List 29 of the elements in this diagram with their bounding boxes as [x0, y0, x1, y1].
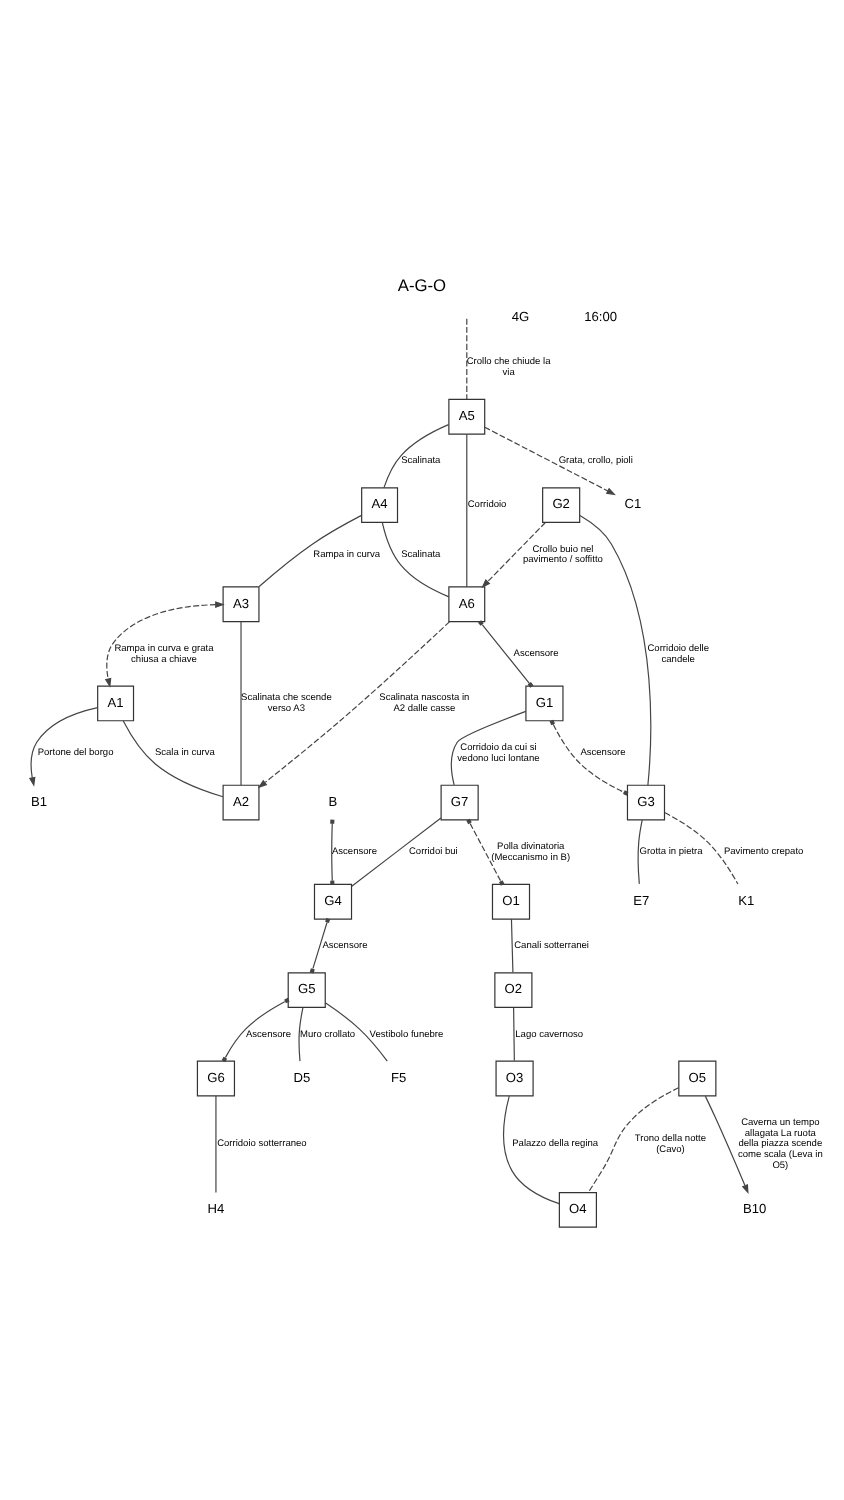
connector [325, 1002, 388, 1062]
arrow [104, 601, 225, 688]
connector [351, 817, 442, 887]
connector [466, 318, 468, 400]
arrow [481, 522, 546, 589]
arrow [704, 1095, 749, 1195]
connector [466, 433, 468, 588]
connector [381, 522, 450, 598]
connector [466, 818, 505, 886]
connector [450, 710, 527, 786]
diagram-title: A-G-O [397, 274, 447, 295]
connector [579, 514, 652, 786]
connector [510, 918, 514, 973]
arrow [257, 621, 451, 789]
connector [383, 424, 450, 489]
connector [215, 1095, 217, 1194]
connector [478, 620, 534, 688]
connector [513, 1006, 515, 1062]
connector [330, 819, 335, 885]
connector [587, 1087, 680, 1193]
connector [298, 1007, 304, 1062]
connector [258, 514, 363, 588]
connector [122, 720, 224, 798]
connector [664, 812, 739, 885]
arrow [484, 426, 616, 496]
connector [503, 1095, 560, 1205]
connector [637, 819, 643, 885]
arrow [28, 706, 99, 787]
connector [240, 621, 242, 786]
